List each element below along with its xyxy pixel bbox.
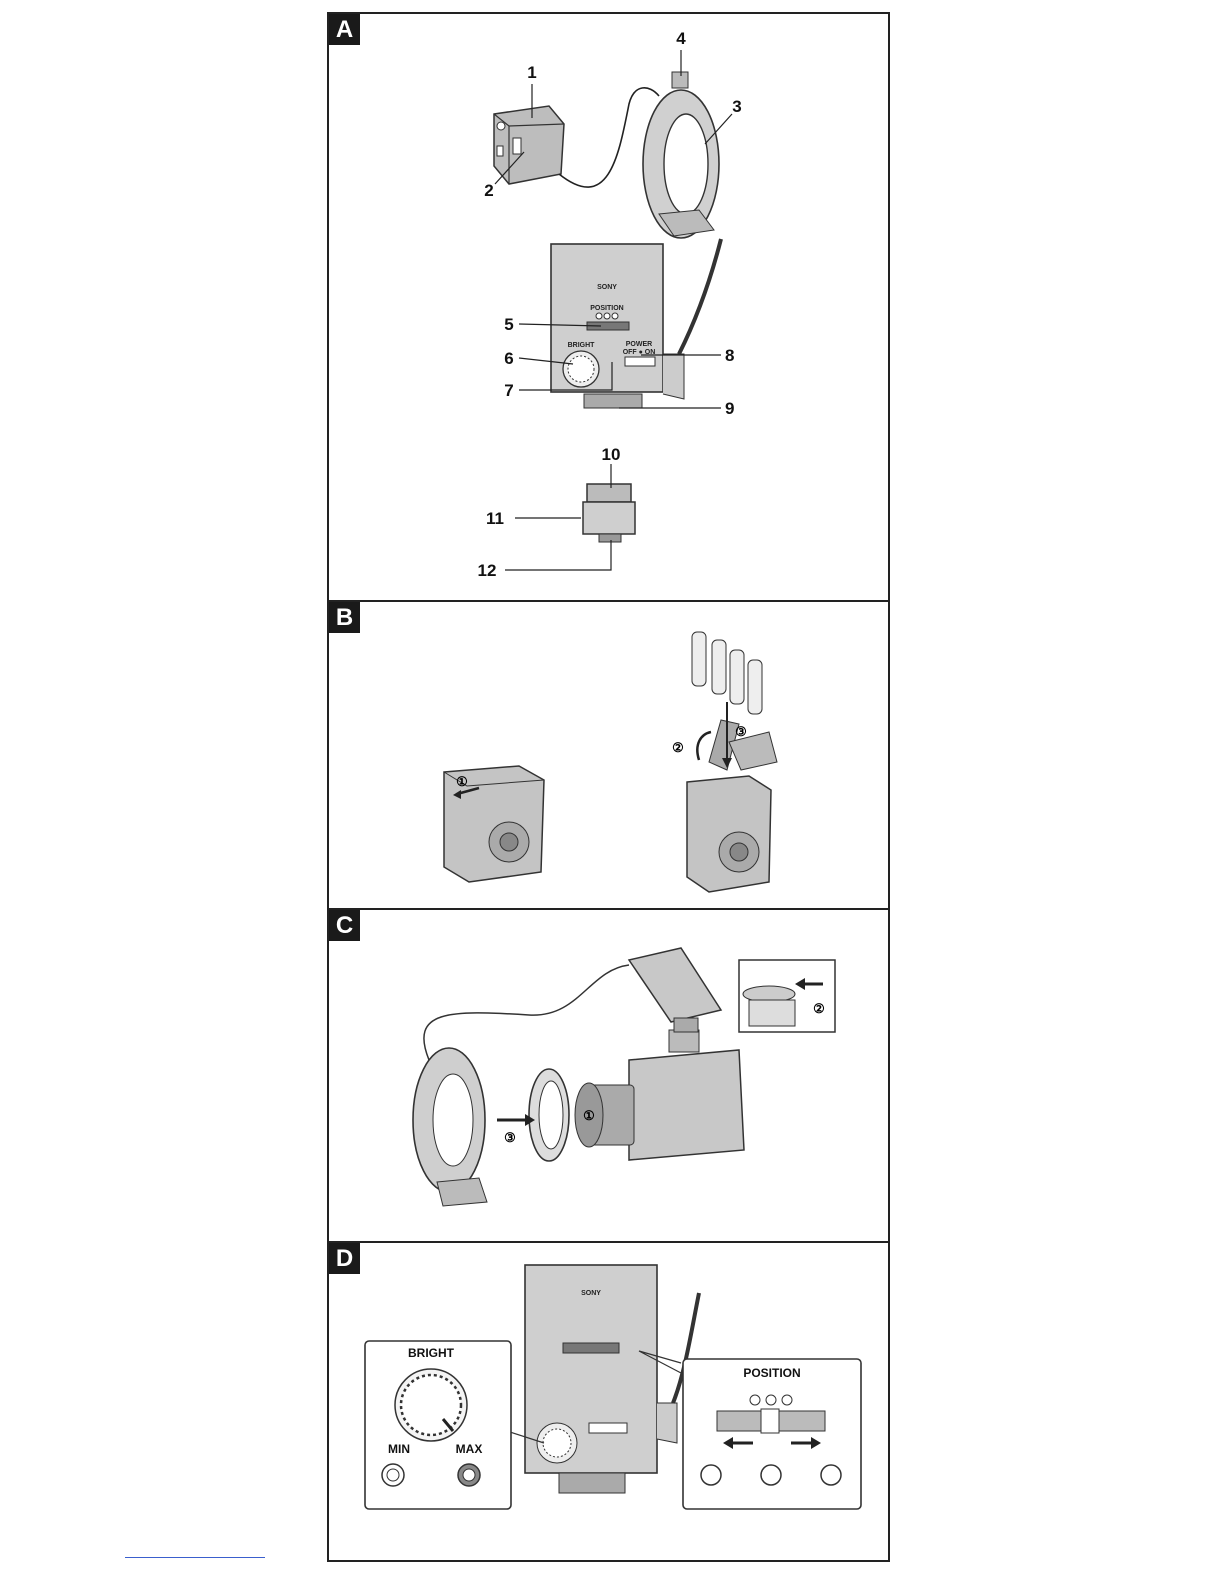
callout-10: 10 [602, 445, 621, 464]
callout-11: 11 [486, 509, 504, 528]
callout-5: 5 [504, 315, 513, 334]
battery-pack-illustration [494, 106, 564, 184]
step-2-marker: ② [813, 1001, 825, 1016]
ring-flash-mount-illustration [413, 1048, 487, 1206]
unit-brand: SONY [581, 1290, 601, 1297]
step-3-marker: ③ [504, 1130, 516, 1145]
callout-8: 8 [725, 346, 734, 365]
section-d: D SONY [329, 1243, 888, 1560]
bright-panel-title: BRIGHT [408, 1346, 455, 1360]
callout-4: 4 [676, 29, 686, 48]
adjustment-diagram: SONY BRIGHT MIN MAX [329, 1243, 888, 1558]
footer-rule [125, 1557, 265, 1558]
step-2-marker: ② [672, 740, 684, 755]
callout-3: 3 [732, 97, 741, 116]
bright-min-label: MIN [388, 1442, 410, 1456]
callout-1: 1 [527, 63, 536, 82]
section-b-label: B [329, 602, 360, 633]
position-panel-title: POSITION [743, 1366, 800, 1380]
battery-insertion-diagram: ① ② ③ [329, 602, 888, 908]
shoe-lock-inset [739, 960, 835, 1032]
section-d-label: D [329, 1243, 360, 1274]
mounting-diagram: ③ ① ② [329, 910, 888, 1241]
position-panel [683, 1359, 861, 1509]
section-c-label: C [329, 910, 360, 941]
control-unit-on-camera-illustration [629, 948, 721, 1032]
unit-lid-open-illustration [687, 702, 777, 892]
camera-illustration [575, 1030, 744, 1160]
unit-power-label: POWER [626, 341, 652, 348]
mount-cable-line [424, 965, 629, 1060]
callout-9: 9 [725, 399, 734, 418]
callout-7: 7 [504, 381, 513, 400]
section-c: C ③ ① [329, 910, 888, 1243]
section-b: B ① [329, 602, 888, 910]
ring-flash-illustration [643, 72, 719, 238]
section-a-label: A [329, 14, 360, 45]
callout-6: 6 [504, 349, 513, 368]
bright-max-label: MAX [456, 1442, 483, 1456]
callout-12: 12 [478, 561, 497, 580]
parts-diagram: SONY POSITION BRIGHT POWER OFF ● ON [329, 14, 888, 600]
aa-batteries-illustration [692, 632, 762, 714]
section-a: A SONY POS [329, 14, 888, 602]
control-unit-detail-illustration [525, 1265, 699, 1493]
unit-position-label: POSITION [590, 305, 623, 312]
shoe-adapter-illustration [583, 484, 635, 542]
callout-2: 2 [484, 181, 493, 200]
step-1-marker: ① [583, 1108, 595, 1123]
unit-bright-label: BRIGHT [568, 342, 596, 349]
bright-panel [365, 1341, 511, 1509]
control-unit-illustration: SONY POSITION BRIGHT POWER OFF ● ON [551, 239, 721, 408]
unit-brand: SONY [597, 284, 617, 291]
manual-page: A SONY POS [327, 12, 890, 1562]
step-3-marker: ③ [735, 724, 747, 739]
step-1-marker: ① [456, 774, 468, 789]
